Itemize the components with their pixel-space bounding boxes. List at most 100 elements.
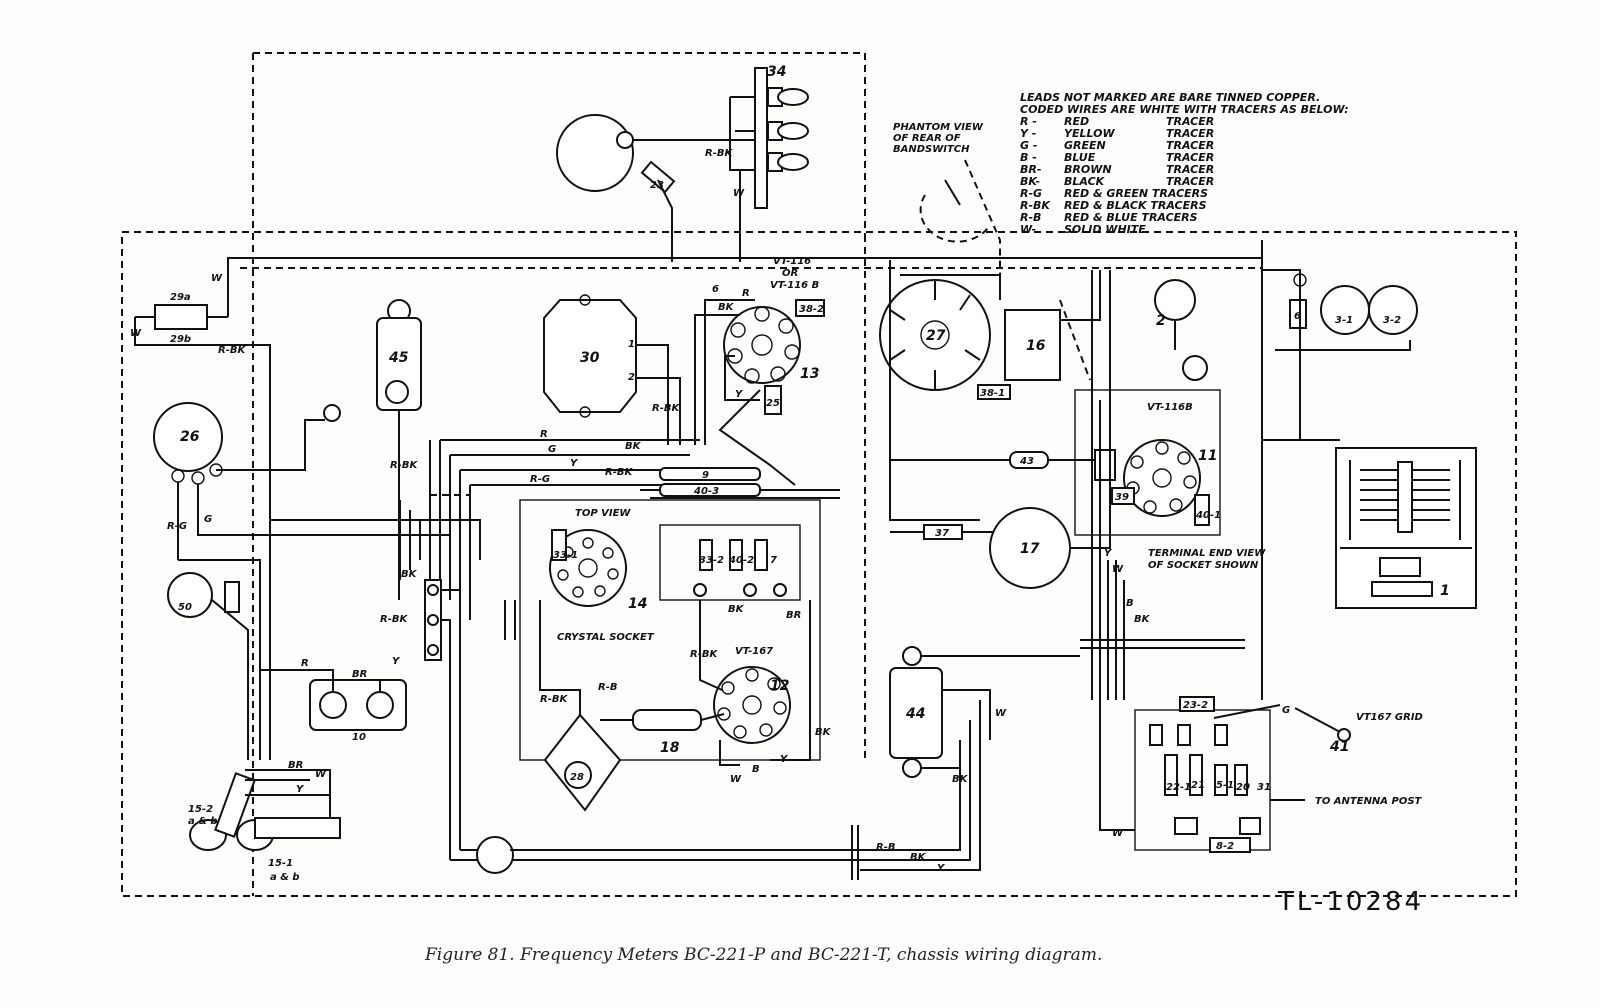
label-part-39: 39: [1115, 492, 1129, 503]
part-30-relay: 30 1 2 R-BK: [543, 294, 681, 445]
label-part-40-2: 40-2: [728, 555, 754, 566]
label-part-50: 50: [178, 602, 192, 613]
label-part-11: 11: [1198, 448, 1217, 464]
wire-label-y-12: Y: [780, 754, 789, 765]
label-part-33-2: 33-2: [699, 555, 724, 566]
part-28-capacitor: 28 R-BK: [539, 600, 622, 812]
legend-tracer-4: TRACER: [1166, 163, 1214, 176]
legend-name-3: BLUE: [1064, 151, 1096, 164]
part-34-terminal-strip: 34: [754, 64, 809, 209]
wire-label-rbk-12: R-BK: [690, 649, 718, 660]
part-15-switches: BR W Y 15-2 a & b 15-1 a & b: [188, 760, 341, 883]
part-12-vt167-socket: CRYSTAL SOCKET VT-167 12 R-BK BK Y B W: [557, 600, 832, 785]
wire-label-w-12: W: [730, 774, 742, 785]
part-14-socket-top-view: TOP VIEW 33-1 14 33-2 40-2 7 BK BR: [519, 499, 821, 761]
label-part-6: 6: [1294, 311, 1301, 322]
label-part-40-3: 40-3: [693, 486, 719, 497]
legend-tracer-0: TRACER: [1166, 115, 1214, 128]
label-part-15-2-ab: a & b: [188, 816, 218, 827]
wire-label-w-network: W: [1112, 828, 1124, 839]
legend-name-1: YELLOW: [1064, 127, 1115, 140]
wire-label-y-15: Y: [296, 784, 305, 795]
wire-label-rb-18: R-B: [598, 682, 617, 693]
wire-label-g-26: G: [204, 514, 212, 525]
wire-label-b-bundle: B: [1126, 598, 1134, 609]
label-part-45: 45: [388, 350, 409, 366]
phantom-line-3: BANDSWITCH: [893, 144, 970, 155]
part-2-trimmer: 2: [1154, 279, 1208, 381]
pin-1-label: 1: [628, 339, 635, 350]
legend-tracer-1: TRACER: [1166, 127, 1214, 140]
label-part-29b: 29b: [170, 334, 191, 345]
label-part-18: 18: [660, 740, 680, 756]
wire-label-bk-12: BK: [815, 727, 832, 738]
label-part-33-1: 33-1: [553, 550, 578, 561]
wire-label-y-13: Y: [735, 389, 744, 400]
label-part-27: 27: [926, 328, 946, 344]
terminal-block-center: BK R-BK Y: [380, 569, 860, 874]
label-vt167-grid: VT167 GRID: [1356, 712, 1423, 723]
chassis-outline: [121, 52, 1517, 897]
label-part-16: 16: [1026, 338, 1046, 354]
wire-label-g-harness: G: [548, 444, 556, 455]
label-part-15-1: 15-1: [268, 858, 293, 869]
label-part-7: 7: [770, 555, 777, 566]
label-part-12: 12: [770, 678, 789, 694]
wire-label-rbk-harness: R-BK: [605, 467, 633, 478]
legend-line-2: CODED WIRES ARE WHITE WITH TRACERS AS BE…: [1020, 103, 1349, 116]
wire-label-bk-block: BK: [401, 569, 418, 580]
label-part-40-1: 40-1: [1195, 510, 1221, 521]
label-part-15-1-ab: a & b: [270, 872, 300, 883]
legend-code-list: R - RED TRACER Y - YELLOW TRACER G - GRE…: [1020, 115, 1214, 236]
legend-code-7: R-BK: [1020, 199, 1051, 212]
label-part-31: 31: [1257, 782, 1271, 793]
wire-label-rbk-45: R-BK: [390, 460, 418, 471]
label-part-25: 25: [766, 398, 780, 409]
top-bus: [227, 240, 1263, 700]
wire-label-y-block: Y: [392, 656, 401, 667]
legend-name-5: BLACK: [1064, 175, 1106, 188]
legend-code-6: R-G: [1020, 187, 1042, 200]
wire-label-bk-14: BK: [728, 604, 745, 615]
phantom-line-2: OF REAR OF: [893, 133, 961, 144]
part-13-tube-socket: 38-2 25 13 VT-116 OR VT-116 B 6 R BK Y: [694, 256, 825, 486]
label-part-37: 37: [935, 528, 949, 539]
wire-label-r-10: R: [301, 658, 309, 669]
phantom-line-1: PHANTOM VIEW: [893, 122, 984, 133]
label-vt167: VT-167: [735, 646, 773, 657]
legend-code-2: G -: [1020, 139, 1037, 152]
label-part-23: 23: [650, 180, 664, 191]
wire-label-bk-13: BK: [718, 302, 735, 313]
label-part-20: 20: [1236, 782, 1250, 793]
wire-label-bk-bundle: BK: [1134, 614, 1151, 625]
wire-label-bk-bottom: BK: [910, 852, 927, 863]
legend-tracer-2: TRACER: [1166, 139, 1214, 152]
part-10-jack: 10 R BR: [260, 658, 407, 743]
wire-label-bk-harness: BK: [625, 441, 642, 452]
label-part-43: 43: [1019, 456, 1034, 467]
label-part-5-1: 5-1: [1216, 780, 1234, 791]
label-part-28: 28: [570, 772, 584, 783]
wire-code-legend: LEADS NOT MARKED ARE BARE TINNED COPPER.…: [1020, 91, 1349, 236]
wire-label-bk-44: BK: [952, 774, 969, 785]
wire-label-r-13: R: [742, 288, 750, 299]
wire-label-w-15: W: [315, 769, 327, 780]
legend-name-2: GREEN: [1064, 139, 1106, 152]
wire-label-w-bundle: W: [1112, 564, 1124, 575]
wire-label-y-bottom: Y: [937, 863, 946, 874]
legend-code-8: R-B: [1020, 211, 1041, 224]
part-29-capacitors: 29a 29b W W R-BK: [130, 273, 271, 760]
wire-label-br-14: BR: [786, 610, 801, 621]
label-part-26: 26: [180, 429, 200, 445]
label-part-29a: 29a: [170, 292, 191, 303]
legend-name-9: SOLID WHITE: [1064, 223, 1146, 236]
wire-label-rg-harness: R-G: [530, 474, 550, 485]
wire-label-b-12: B: [752, 764, 760, 775]
wire-label-rbk-28: R-BK: [540, 694, 568, 705]
wire-label-rbk-29: R-BK: [218, 345, 246, 356]
label-part-23-2: 23-2: [1183, 700, 1208, 711]
part-44-capacitor: 44 W BK: [889, 646, 1080, 785]
part-18-choke: 18 R-B: [598, 682, 725, 756]
label-part-38-2: 38-2: [799, 304, 824, 315]
